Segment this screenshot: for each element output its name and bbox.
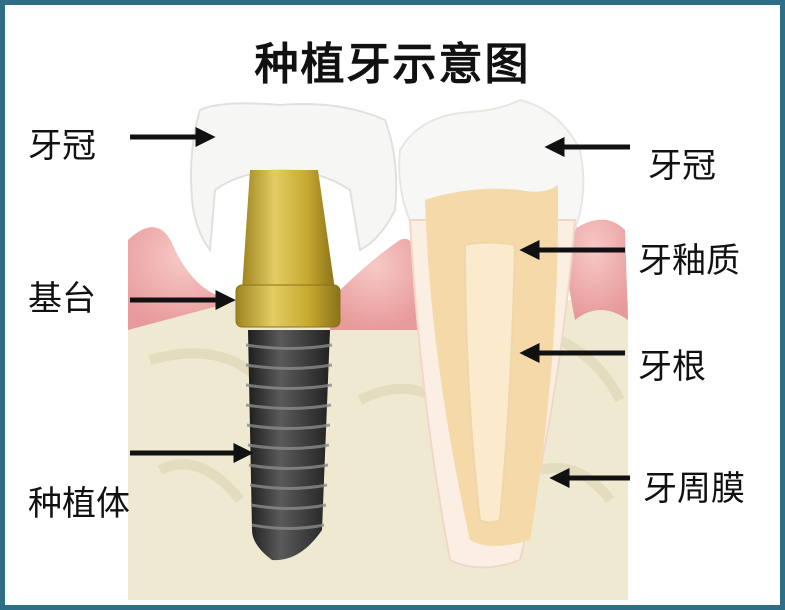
implant-crown xyxy=(190,102,398,253)
gum-middle xyxy=(330,238,420,330)
label-periodontal-membrane: 牙周膜 xyxy=(643,469,745,509)
diagram-title: 种植牙示意图 xyxy=(254,39,531,90)
label-implant-body: 种植体 xyxy=(28,484,130,524)
implant-threads xyxy=(245,343,333,530)
label-root: 牙根 xyxy=(638,347,706,387)
bone-texture xyxy=(148,335,625,504)
abutment xyxy=(242,170,335,290)
label-abutment: 基台 xyxy=(28,279,96,319)
label-right-crown: 牙冠 xyxy=(648,146,716,186)
gum-right xyxy=(560,219,628,320)
label-left-crown: 牙冠 xyxy=(28,126,96,166)
natural-tooth-pulp xyxy=(463,241,517,524)
gum-left xyxy=(128,227,240,330)
pointer-arrows xyxy=(130,126,630,489)
abutment-collar xyxy=(235,284,341,328)
label-dentin: 牙釉质 xyxy=(638,241,740,281)
